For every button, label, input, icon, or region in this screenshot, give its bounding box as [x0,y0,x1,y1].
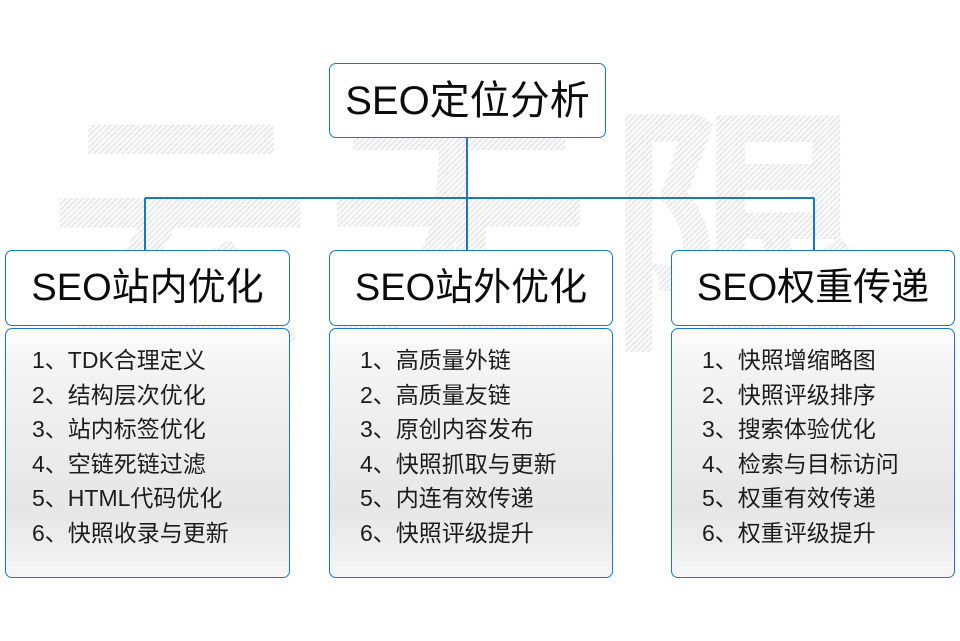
list-item: 2、快照评级排序 [702,381,876,408]
branch-column-onsite: SEO站内优化 1、TDK合理定义 2、结构层次优化 3、站内标签优化 4、空链… [5,250,290,580]
list-item: 1、高质量外链 [360,347,511,373]
item-list: 1、高质量外链 2、高质量友链 3、原创内容发布 4、快照抓取与更新 5、内连有… [330,329,612,550]
list-item: 5、HTML代码优化 [32,485,223,511]
branch-body-onsite: 1、TDK合理定义 2、结构层次优化 3、站内标签优化 4、空链死链过滤 5、H… [5,328,290,578]
item-list: 1、快照增缩略图 2、快照评级排序 3、搜索体验优化 4、检索与目标访问 5、权… [672,329,954,550]
list-item: 4、快照抓取与更新 [360,450,557,477]
branch-header-weight-transfer[interactable]: SEO权重传递 [671,250,955,326]
branch-body-offsite: 1、高质量外链 2、高质量友链 3、原创内容发布 4、快照抓取与更新 5、内连有… [329,328,613,578]
branch-column-weight-transfer: SEO权重传递 1、快照增缩略图 2、快照评级排序 3、搜索体验优化 4、检索与… [671,250,955,580]
list-item: 5、权重有效传递 [702,485,876,511]
list-item: 3、原创内容发布 [360,416,534,442]
list-item: 3、站内标签优化 [32,416,206,442]
root-node-label: SEO定位分析 [345,78,590,123]
list-item: 4、检索与目标访问 [702,450,899,477]
list-item: 2、结构层次优化 [32,381,206,408]
list-item: 3、搜索体验优化 [702,416,876,442]
branch-header-label: SEO站外优化 [354,267,588,309]
list-item: 6、快照收录与更新 [32,519,229,546]
branch-header-onsite[interactable]: SEO站内优化 [5,250,290,326]
list-item: 5、内连有效传递 [360,485,534,511]
branch-column-offsite: SEO站外优化 1、高质量外链 2、高质量友链 3、原创内容发布 4、快照抓取与… [329,250,613,580]
list-item: 1、TDK合理定义 [32,347,206,373]
branch-body-weight-transfer: 1、快照增缩略图 2、快照评级排序 3、搜索体验优化 4、检索与目标访问 5、权… [671,328,955,578]
branch-header-offsite[interactable]: SEO站外优化 [329,250,613,326]
branch-header-label: SEO权重传递 [696,267,930,309]
list-item: 2、高质量友链 [360,381,511,408]
item-list: 1、TDK合理定义 2、结构层次优化 3、站内标签优化 4、空链死链过滤 5、H… [6,329,289,550]
list-item: 1、快照增缩略图 [702,347,876,373]
list-item: 6、权重评级提升 [702,519,876,546]
root-node-seo-positioning-analysis[interactable]: SEO定位分析 [329,63,606,138]
branch-header-label: SEO站内优化 [31,267,264,309]
list-item: 6、快照评级提升 [360,519,534,546]
list-item: 4、空链死链过滤 [32,450,206,477]
